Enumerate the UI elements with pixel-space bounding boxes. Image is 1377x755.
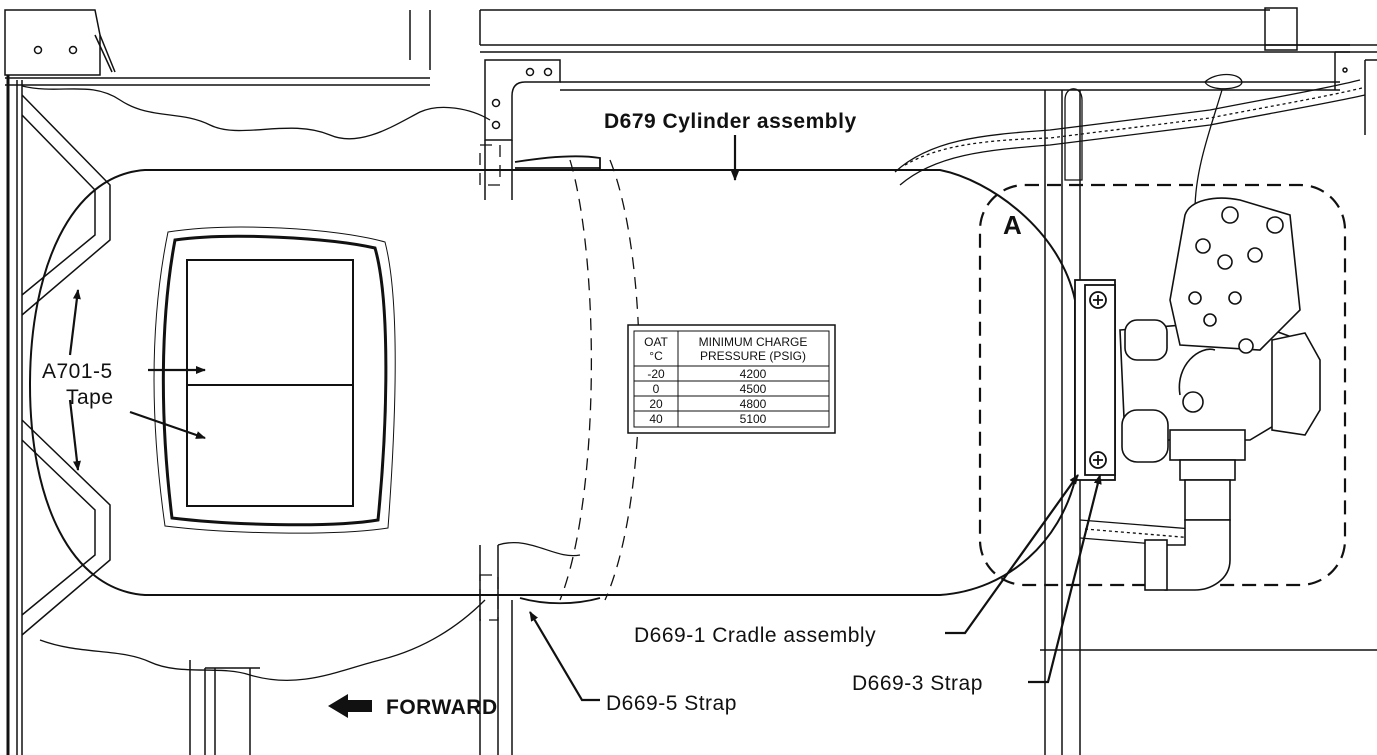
cradle-bracket (1074, 279, 1116, 481)
tape-arrow-top (68, 289, 81, 356)
cylinder-label: D679 Cylinder assembly (604, 110, 857, 133)
table-header-pressure: PRESSURE (PSIG) (700, 349, 806, 363)
table-cell-psig: 4800 (740, 397, 767, 411)
strap3-label: D669-3 Strap (852, 672, 983, 695)
leader-lines (68, 135, 1102, 702)
strap3-leader (1028, 474, 1102, 684)
forward-label: FORWARD (386, 696, 498, 719)
table-cell-psig: 4200 (740, 367, 767, 381)
valve-assembly (1119, 197, 1321, 591)
table-cell-oat: -20 (647, 367, 665, 381)
detail-a-label: A (1003, 210, 1022, 240)
charge-table: OAT °C MINIMUM CHARGE PRESSURE (PSIG) -2… (627, 324, 836, 434)
table-header-celsius: °C (649, 349, 663, 363)
table-cell-oat: 40 (649, 412, 663, 426)
tape-arrow-bottom (68, 399, 81, 471)
cutaway-edge (21, 85, 581, 682)
table-cell-psig: 5100 (740, 412, 767, 426)
tape-label: Tape (66, 386, 114, 409)
table-header-oat: OAT (644, 335, 668, 349)
table-cell-oat: 0 (653, 382, 660, 396)
cradle-leader (945, 474, 1079, 635)
cylinder-body (28, 169, 1076, 596)
strap5-leader (529, 611, 600, 702)
aircraft-structure (4, 7, 1377, 755)
strap5-label: D669-5 Strap (606, 692, 737, 715)
table-cell-oat: 20 (649, 397, 663, 411)
tape-arrow-panel (129, 410, 206, 440)
label-window (153, 226, 396, 534)
cylinder-strap (514, 155, 601, 605)
forward-arrow-icon (328, 694, 372, 718)
table-header-min-charge: MINIMUM CHARGE (699, 335, 808, 349)
tape-part-label: A701-5 (42, 360, 113, 383)
structure-chevrons (21, 94, 111, 636)
cradle-assembly-label: D669-1 Cradle assembly (634, 624, 876, 647)
table-cell-psig: 4500 (740, 382, 767, 396)
